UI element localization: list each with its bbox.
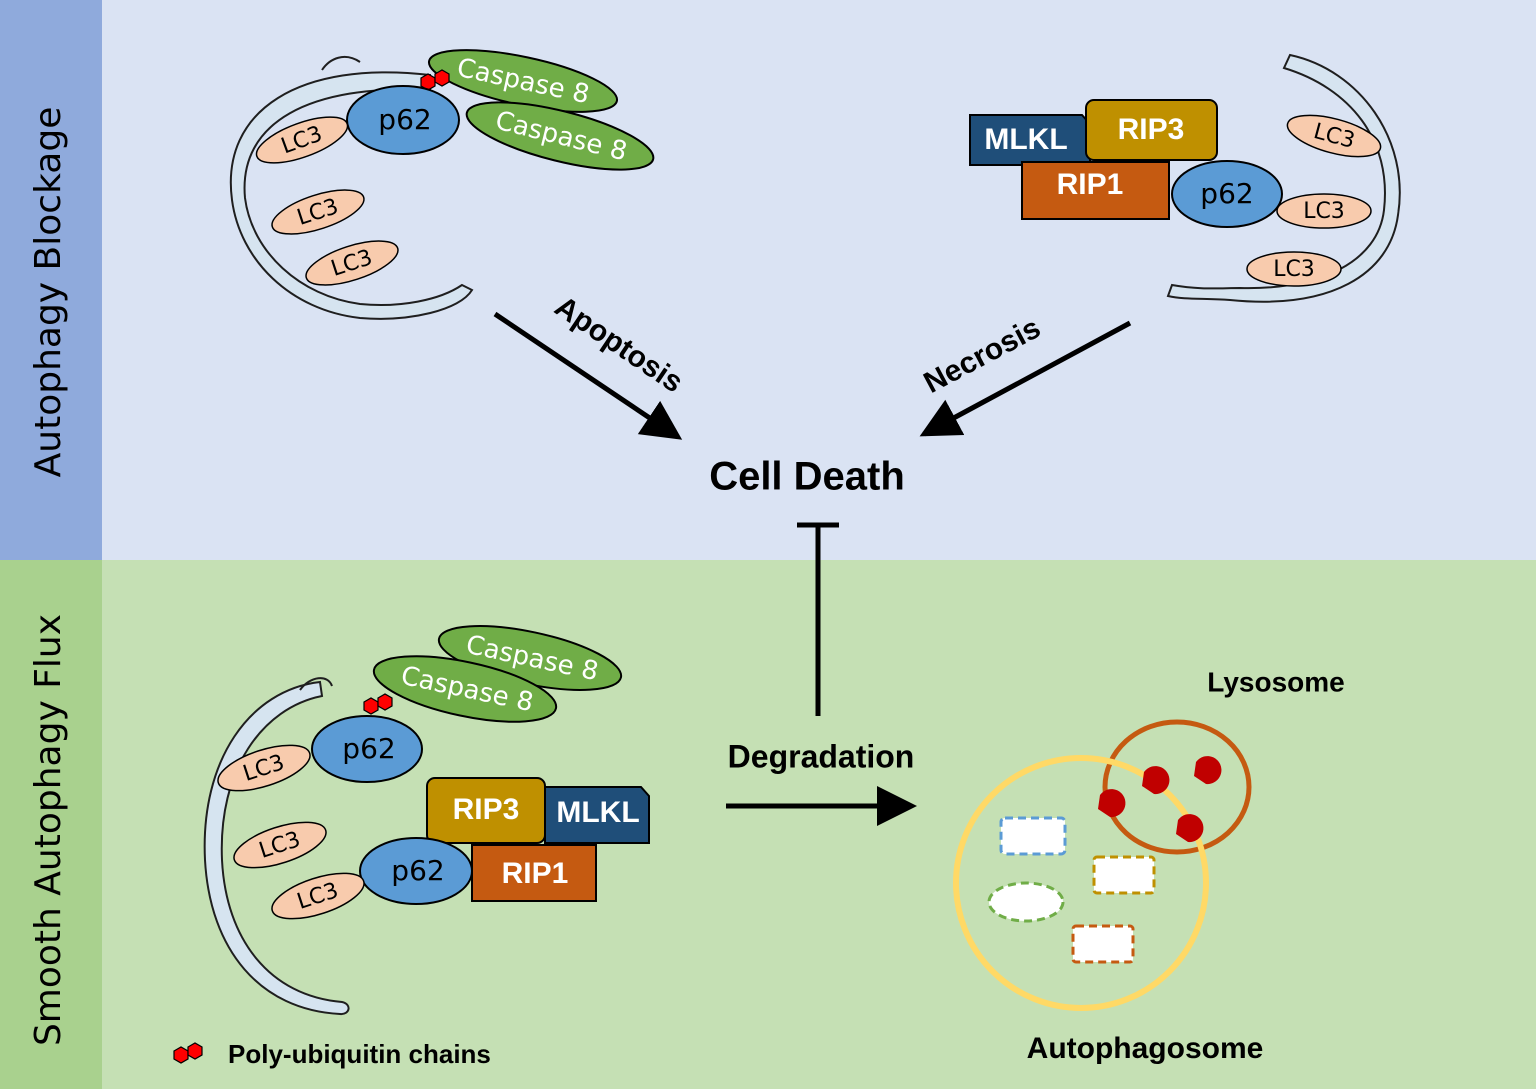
lc3-shape	[233, 821, 327, 869]
rip1-label: RIP1	[1057, 168, 1124, 201]
top-left-phagophore	[229, 55, 474, 320]
autophagosome-membrane	[953, 755, 1209, 1011]
top-right-mlkl: MLKL	[969, 114, 1091, 166]
bottom-left-p62-lower: p62	[359, 837, 473, 905]
top-right-lc3-3: LC3	[1246, 251, 1342, 287]
lc3-shape	[255, 116, 349, 164]
top-right-rip1: RIP1	[1021, 161, 1170, 220]
mlkl-label: MLKL	[984, 123, 1067, 156]
p62-label: p62	[342, 732, 395, 765]
enzyme	[1098, 789, 1126, 818]
section-label-autophagy-blockage: Autophagy Blockage	[28, 107, 69, 478]
lc3-label: LC3	[1303, 199, 1345, 224]
p62-shape	[359, 837, 473, 905]
caspase8-shape	[465, 101, 655, 171]
top-right-phagophore	[1166, 53, 1401, 303]
hydrolase-enzymes	[1098, 756, 1222, 843]
cargo-caspase8-outline	[987, 881, 1065, 923]
necrosis-arrow	[919, 320, 1132, 437]
top-right-p62: p62	[1171, 160, 1283, 228]
enzyme	[1142, 766, 1170, 795]
p62-label: p62	[391, 854, 444, 887]
rip3-shape	[1085, 99, 1218, 161]
lc3-shape	[1286, 114, 1382, 158]
mlkl-label: MLKL	[556, 796, 639, 829]
bottom-left-p62-upper: p62	[311, 715, 423, 783]
lc3-shape	[217, 744, 311, 792]
cargo-rip3-outline	[1092, 855, 1156, 895]
phagophore-membrane	[203, 680, 350, 1016]
p62-shape	[311, 715, 423, 783]
degradation-label: Degradation	[728, 738, 915, 774]
legend-polyubiquitin: Poly-ubiquitin chains	[173, 1039, 491, 1069]
top-side-band	[0, 0, 102, 560]
top-left-lc3-2: LC3	[271, 189, 365, 235]
lc3-shape	[271, 872, 365, 920]
bottom-left-mlkl: MLKL	[544, 786, 650, 844]
p62-label: p62	[378, 103, 431, 136]
enzyme	[1176, 814, 1204, 843]
bottom-left-rip1: RIP1	[471, 844, 597, 902]
cell-death-label: Cell Death	[709, 455, 905, 499]
bottom-left-lc3-3: LC3	[271, 872, 365, 920]
top-right-lc3-1: LC3	[1286, 114, 1382, 158]
p62-label: p62	[1200, 177, 1253, 210]
bottom-panel-background	[0, 560, 1536, 1089]
lc3-shape	[1246, 251, 1342, 287]
phagophore-membrane	[229, 71, 474, 320]
lc3-label: LC3	[1273, 257, 1315, 282]
mlkl-shape	[544, 786, 650, 844]
bottom-left-phagophore	[203, 677, 350, 1016]
polyubiquitin-legend-label: Poly-ubiquitin chains	[228, 1039, 491, 1069]
membrane-tip	[321, 55, 361, 71]
top-left-p62: p62	[346, 85, 460, 155]
cargo-rip1-outline	[1071, 924, 1135, 964]
rip1-shape	[471, 844, 597, 902]
bottom-left-lc3-1: LC3	[217, 744, 311, 792]
phagophore-membrane	[1166, 53, 1401, 303]
apoptosis-arrow	[493, 311, 683, 440]
bottom-left-lc3-2: LC3	[233, 821, 327, 869]
lysosome-membrane	[1102, 719, 1252, 855]
top-right-rip3: RIP3	[1085, 99, 1218, 161]
lc3-shape	[1276, 193, 1372, 229]
rip3-label: RIP3	[453, 793, 520, 826]
section-label-smooth-autophagy-flux: Smooth Autophagy Flux	[28, 614, 69, 1046]
top-left-lc3-3: LC3	[305, 240, 399, 286]
autophagosome-label: Autophagosome	[1027, 1032, 1264, 1065]
lc3-shape	[271, 189, 365, 235]
bottom-left-rip3: RIP3	[426, 777, 546, 844]
p62-shape	[1171, 160, 1283, 228]
caspase8-shape	[372, 655, 558, 723]
lc3-shape	[305, 240, 399, 286]
p62-shape	[346, 85, 460, 155]
enzyme	[1194, 756, 1222, 785]
rip3-label: RIP3	[1118, 113, 1185, 146]
top-right-lc3-2: LC3	[1276, 193, 1372, 229]
cargo-p62-outline	[999, 816, 1067, 856]
lysosome-label: Lysosome	[1207, 666, 1344, 697]
bottom-side-band	[0, 560, 102, 1089]
membrane-tip	[299, 677, 333, 691]
rip1-shape	[1021, 161, 1170, 220]
rip1-label: RIP1	[502, 857, 569, 890]
